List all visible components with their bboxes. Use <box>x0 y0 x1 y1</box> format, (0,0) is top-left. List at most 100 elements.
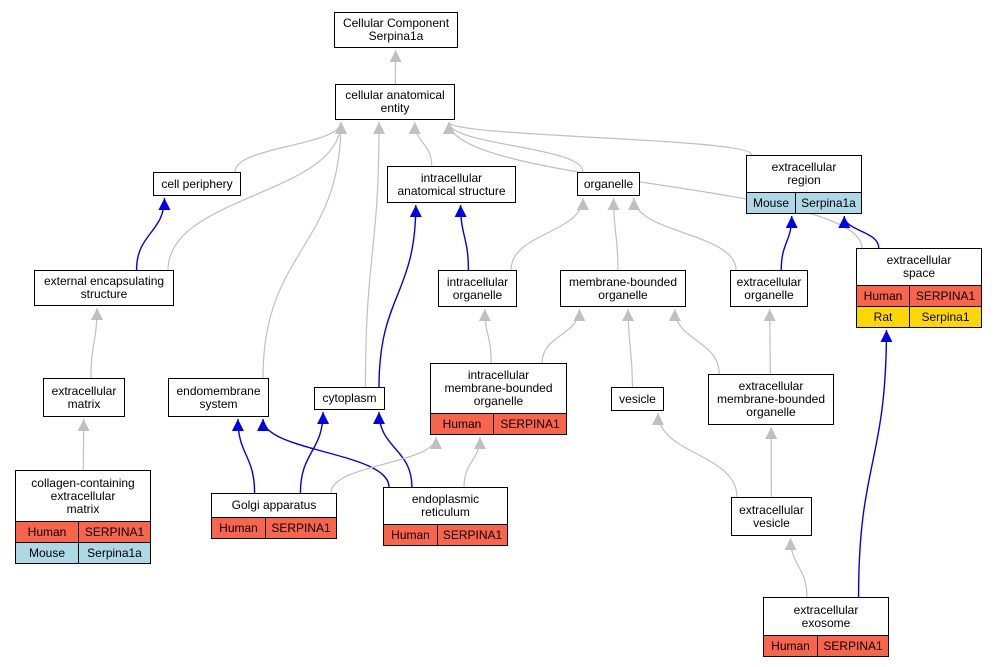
node-label: Golgi apparatus <box>231 498 317 512</box>
species-cell: Human <box>764 636 817 656</box>
gene-cell: SERPINA1 <box>909 286 981 306</box>
edge-ext_org-to-organelle <box>628 197 737 271</box>
node-extracellular-organelle[interactable]: extracellular organelle <box>730 270 808 307</box>
node-label: cell periphery <box>161 176 233 191</box>
node-label: extracellular membrane-bounded organelle <box>716 379 826 419</box>
node-label: cellular anatomical entity <box>345 88 445 115</box>
gene-cell: SERPINA1 <box>493 414 566 434</box>
edge-exosome-to-ext_space <box>857 329 893 598</box>
annotation-row: Mouse Serpina1a <box>747 192 861 213</box>
edge-mbo-to-organelle <box>607 197 620 271</box>
species-cell: Human <box>431 414 493 434</box>
edge-imbo-to-mbo <box>541 308 586 364</box>
node-extracellular-matrix[interactable]: extracellular matrix <box>43 378 125 417</box>
node-label: vesicle <box>619 391 656 406</box>
node-label: extracellular region <box>771 160 837 187</box>
edge-ext_space-to-ext_region <box>838 215 880 249</box>
node-extracellular-membrane-bounded-organelle[interactable]: extracellular membrane-bounded organelle <box>708 374 834 425</box>
species-cell: Mouse <box>16 543 78 563</box>
node-extracellular-exosome[interactable]: extracellular exosome Human SERPINA1 <box>763 597 889 657</box>
node-external-encapsulating-structure[interactable]: external encapsulating structure <box>34 270 174 306</box>
node-collagen-containing-extracellular-matrix[interactable]: collagen-containing extracellular matrix… <box>15 470 151 564</box>
node-label: cytoplasm <box>322 391 377 405</box>
node-label: extracellular matrix <box>51 383 117 411</box>
gene-cell: SERPINA1 <box>78 522 150 542</box>
edge-ext_org-to-ext_region <box>780 215 798 271</box>
edge-golgi-to-imbo <box>330 436 442 494</box>
edge-cytoplasm-to-cae <box>364 121 386 388</box>
edge-ias-to-cae <box>408 121 433 167</box>
gene-cell: SERPINA1 <box>265 518 336 538</box>
node-label: extracellular vesicle <box>739 502 804 530</box>
edge-golgi-to-cytoplasm <box>299 411 330 494</box>
edge-ecm-to-ext_encaps <box>90 307 103 379</box>
node-label: extracellular exosome <box>793 602 859 630</box>
node-organelle[interactable]: organelle <box>577 172 640 196</box>
node-label: intracellular organelle <box>446 274 509 302</box>
node-intracellular-organelle[interactable]: intracellular organelle <box>438 270 517 307</box>
node-cellular-anatomical-entity[interactable]: cellular anatomical entity <box>335 84 455 120</box>
annotation-row: Human SERPINA1 <box>384 524 507 545</box>
edge-intra_org-to-organelle <box>510 197 589 271</box>
node-intracellular-anatomical-structure[interactable]: intracellular anatomical structure <box>387 166 516 203</box>
node-cell-periphery[interactable]: cell periphery <box>153 172 241 196</box>
species-cell: Rat <box>857 307 909 327</box>
edge-intra_org-to-ias <box>454 204 470 271</box>
gene-cell: Serpina1a <box>795 193 861 213</box>
node-golgi-apparatus[interactable]: Golgi apparatus Human SERPINA1 <box>211 493 337 539</box>
node-endoplasmic-reticulum[interactable]: endoplasmic reticulum Human SERPINA1 <box>383 487 508 546</box>
annotation-row: Human SERPINA1 <box>764 635 888 656</box>
edge-cell_periphery-to-cae <box>234 121 347 173</box>
edge-imbo-to-intra_org <box>478 308 492 364</box>
node-vesicle[interactable]: vesicle <box>611 387 664 411</box>
node-extracellular-vesicle[interactable]: extracellular vesicle <box>731 497 812 536</box>
species-cell: Human <box>384 525 437 545</box>
edge-exosome-to-ext_vesicle <box>784 537 808 598</box>
species-cell: Human <box>16 522 78 542</box>
gene-cell: SERPINA1 <box>817 636 888 656</box>
node-label: extracellular organelle <box>736 274 802 302</box>
annotation-row: Human SERPINA1 <box>857 285 981 306</box>
species-cell: Human <box>857 286 909 306</box>
node-label: Cellular Component Serpina1a <box>342 16 450 43</box>
species-cell: Mouse <box>747 193 795 213</box>
node-label: endomembrane system <box>176 383 261 411</box>
node-extracellular-space[interactable]: extracellular space Human SERPINA1 Rat S… <box>856 248 982 328</box>
node-label: endoplasmic reticulum <box>411 492 480 519</box>
node-label: external encapsulating structure <box>43 274 165 301</box>
edge-ext_encaps-to-cae <box>167 121 347 271</box>
node-label: intracellular anatomical structure <box>397 170 506 198</box>
edge-er-to-cytoplasm <box>373 411 413 488</box>
gene-cell: Serpina1a <box>78 543 150 563</box>
node-label: collagen-containing extracellular matrix <box>31 475 135 516</box>
edge-vesicle-to-mbo <box>622 308 635 388</box>
node-label: intracellular membrane-bounded organelle <box>444 368 553 408</box>
edge-er-to-endomembrane <box>257 418 390 488</box>
annotation-row: Human SERPINA1 <box>16 521 150 542</box>
node-extracellular-region[interactable]: extracellular region Mouse Serpina1a <box>746 155 862 214</box>
edge-endomembrane-to-cae <box>262 121 347 379</box>
node-cellular-component[interactable]: Cellular Component Serpina1a <box>334 12 458 48</box>
edge-ext_encaps-to-cell_periphery <box>135 197 171 271</box>
annotation-row: Rat Serpina1 <box>857 306 981 327</box>
edge-cytoplasm-to-ias <box>378 204 422 388</box>
node-cytoplasm[interactable]: cytoplasm <box>314 387 385 410</box>
edge-er-to-imbo <box>463 436 486 488</box>
node-membrane-bounded-organelle[interactable]: membrane-bounded organelle <box>560 270 686 307</box>
node-label: extracellular space <box>886 253 952 280</box>
edge-golgi-to-endomembrane <box>231 418 256 494</box>
node-intracellular-membrane-bounded-organelle[interactable]: intracellular membrane-bounded organelle… <box>430 363 567 435</box>
species-cell: Human <box>212 518 265 538</box>
edge-embo-to-mbo <box>668 308 720 375</box>
annotation-row: Human SERPINA1 <box>212 517 336 538</box>
node-endomembrane-system[interactable]: endomembrane system <box>168 378 269 417</box>
node-label: organelle <box>583 176 634 191</box>
annotation-row: Human SERPINA1 <box>431 413 566 434</box>
edge-ext_region-to-cae <box>443 121 753 156</box>
gene-cell: SERPINA1 <box>437 525 507 545</box>
gene-cell: Serpina1 <box>909 307 981 327</box>
edge-organelle-to-cae <box>443 121 584 173</box>
annotation-row: Mouse Serpina1a <box>16 542 150 563</box>
